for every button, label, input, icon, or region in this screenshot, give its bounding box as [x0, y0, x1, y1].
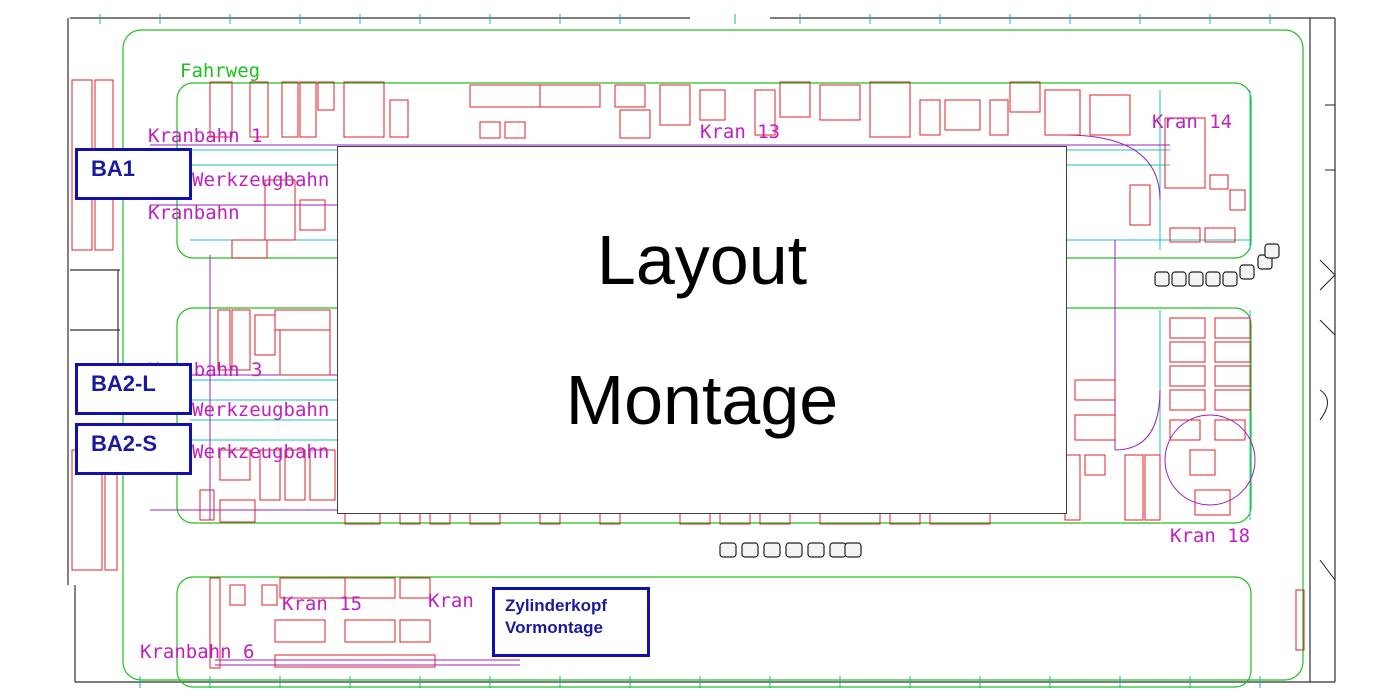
area-box-ba2-l[interactable]: BA2-L: [75, 363, 192, 415]
column-grid-top: [99, 14, 1271, 24]
label-kranbahn-1: Kranbahn 1: [148, 125, 262, 147]
building-walls: [67, 17, 1336, 683]
overlay-title-line1: Layout: [596, 221, 808, 299]
area-box-zylinderkopf-vormontage[interactable]: Zylinderkopf Vormontage: [492, 587, 650, 657]
equipment-right: [1169, 317, 1305, 651]
label-kranbahn-6: Kranbahn 6: [140, 641, 254, 663]
equipment-top-row: [209, 81, 1246, 243]
label-werkzeugbahn-1: Werkzeugbahn: [192, 169, 329, 191]
zylinderkopf-line2: Vormontage: [505, 618, 603, 637]
label-kran-18: Kran 18: [1170, 525, 1250, 547]
label-kranbahn-2: Kranbahn: [148, 202, 240, 224]
equipment-left: [71, 79, 336, 571]
area-box-ba2-s[interactable]: BA2-S: [75, 423, 192, 475]
equipment-bottom-row: [344, 379, 1161, 525]
door-symbols: [1319, 104, 1336, 581]
zylinderkopf-line1: Zylinderkopf: [505, 596, 608, 615]
overlay-title-line2: Montage: [565, 361, 839, 439]
label-werkzeugbahn-2: Werkzeugbahn: [192, 399, 329, 421]
layout-montage-overlay: Layout Montage: [337, 146, 1067, 514]
label-kran-15: Kran 15: [282, 593, 362, 615]
label-kran: Kran: [428, 590, 474, 612]
label-fahrweg: Fahrweg: [180, 60, 260, 82]
label-kran-14: Kran 14: [1152, 111, 1232, 133]
equipment-bottom-hall: [209, 577, 436, 669]
machine-symbols: [719, 243, 1280, 558]
column-grid-bottom: [139, 676, 1261, 688]
label-werkzeugbahn-3: Werkzeugbahn: [192, 441, 329, 463]
label-kran-13: Kran 13: [700, 121, 780, 143]
area-box-ba1[interactable]: BA1: [75, 148, 192, 200]
